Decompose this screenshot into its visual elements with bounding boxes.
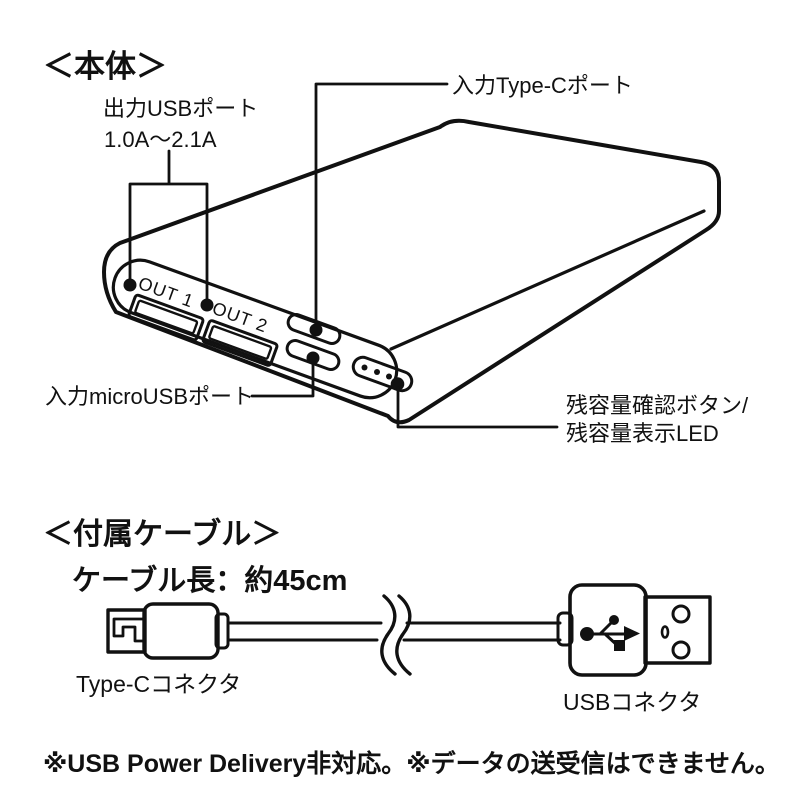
- callout-dot-type-c: [309, 323, 323, 337]
- callout-line-usb-out: [128, 149, 209, 307]
- callout-usb-out-label-line2: 1.0A〜2.1A: [104, 127, 217, 152]
- type-c-plug-collar: [214, 612, 230, 650]
- callout-line-type-c: [314, 82, 449, 332]
- device-section-heading: ＜本体＞: [43, 49, 167, 84]
- usb-connector-label: USBコネクタ: [563, 689, 701, 715]
- cable-break-mark: [380, 594, 412, 676]
- usb-port-out1: [127, 293, 205, 342]
- cable-wire: [226, 621, 562, 642]
- powerbank-illustration: OUT 1 OUT 2: [102, 118, 721, 425]
- callout-dot-out1: [123, 278, 137, 292]
- powerbank-right-edge-line: [389, 209, 706, 351]
- usb-shell-hole-bottom: [671, 640, 691, 660]
- usb-shell-slot: [660, 625, 670, 639]
- usb-plug-collar: [556, 611, 574, 647]
- usb-port-out2: [201, 319, 279, 367]
- callout-dot-out2: [200, 298, 214, 312]
- cable-illustration: [106, 583, 712, 677]
- callout-micro-usb-label: 入力microUSBポート: [45, 384, 254, 409]
- usb-shell-hole-top: [671, 604, 691, 624]
- usb-plug-shell: [643, 595, 712, 665]
- callout-leader-lines: [123, 82, 559, 429]
- led-dot: [361, 364, 368, 371]
- footnote-text: ※USB Power Delivery非対応。※データの送受信はできません。: [43, 749, 780, 778]
- usb-connector-illustration: [556, 583, 712, 677]
- led-indicator: [351, 355, 414, 393]
- callout-line-micro-usb: [250, 356, 315, 398]
- cable-section-heading: ＜付属ケーブル＞: [43, 517, 281, 551]
- powerbank-outline: [102, 118, 721, 425]
- led-dot: [386, 373, 392, 380]
- cable-length-text: ケーブル長：約45cm: [72, 563, 347, 597]
- type-c-connector-illustration: [106, 602, 230, 660]
- callout-battery-label-line1: 残容量確認ボタン/: [566, 393, 749, 418]
- check-button-dot: [390, 377, 405, 391]
- type-c-plug-detail: [112, 617, 147, 643]
- led-dot: [374, 369, 380, 375]
- type-c-plug-body: [142, 602, 220, 660]
- callout-type-c-label: 入力Type-Cポート: [452, 73, 633, 98]
- callout-battery-label-line2: 残容量表示LED: [566, 421, 719, 446]
- callout-usb-out-label-line1: 出力USBポート: [103, 96, 258, 121]
- callout-line-battery: [396, 386, 559, 429]
- callout-dot-micro-usb: [306, 351, 320, 365]
- usb-trident-icon: [580, 615, 640, 651]
- type-c-connector-label: Type-Cコネクタ: [76, 671, 241, 697]
